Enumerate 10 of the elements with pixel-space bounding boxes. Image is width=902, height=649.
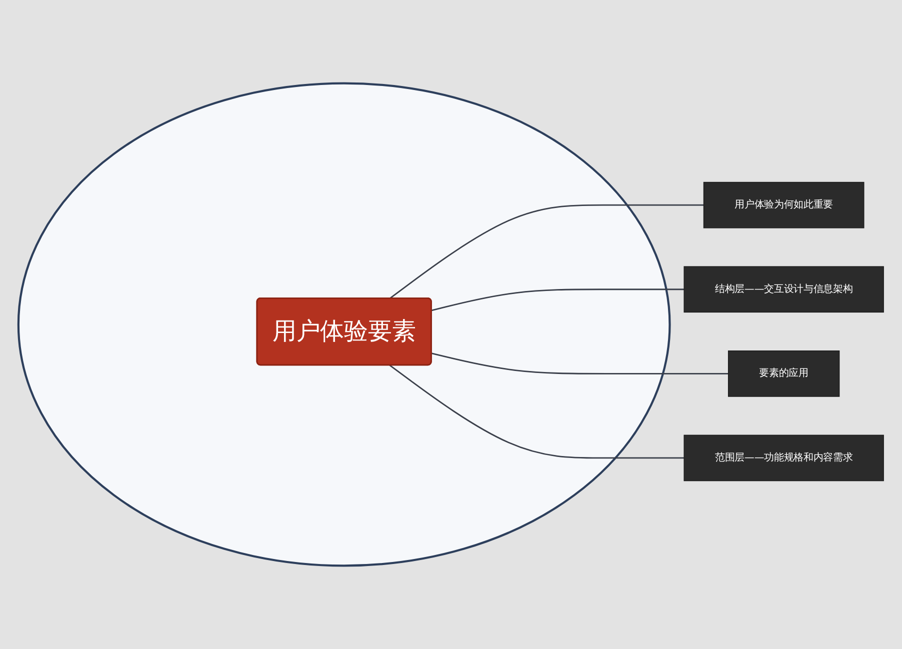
ellipse-outline: [17, 82, 671, 567]
connector-line: [389, 204, 704, 300]
connector-line: [431, 288, 684, 312]
branch-topic-box: 范围层——功能规格和内容需求: [684, 434, 884, 482]
connector-line: [389, 364, 684, 459]
branch-topic-box: 要素的应用: [728, 350, 840, 397]
branch-topic-box: 结构层——交互设计与信息架构: [684, 266, 884, 313]
central-topic-box: 用户体验要素: [256, 297, 432, 366]
connector-line: [431, 352, 728, 374]
branch-topic-box: 用户体验为何如此重要: [703, 182, 864, 228]
